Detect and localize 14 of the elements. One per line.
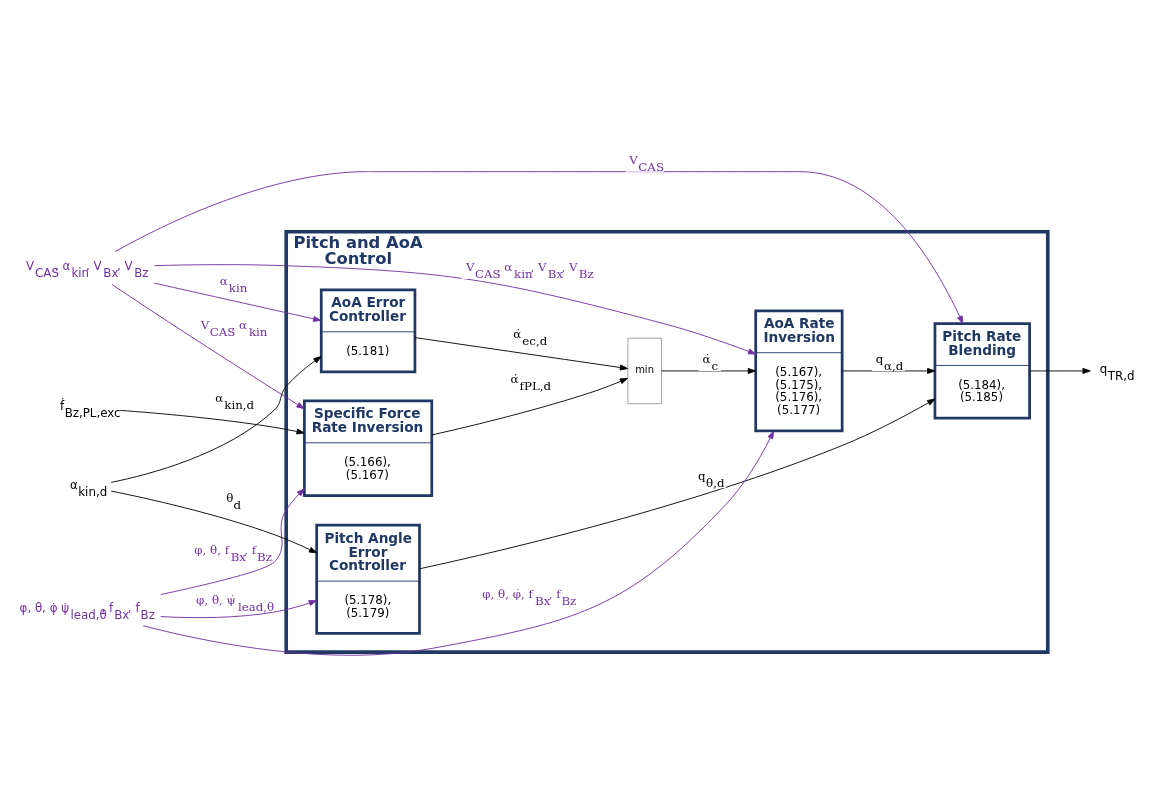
arrow bbox=[414, 336, 629, 370]
arrow bbox=[119, 409, 305, 434]
arrow bbox=[114, 170, 964, 324]
arrow bbox=[419, 398, 936, 569]
arrow bbox=[142, 430, 775, 656]
arrow bbox=[110, 355, 322, 483]
arrow bbox=[661, 367, 756, 374]
arrow bbox=[153, 282, 322, 322]
arrow bbox=[154, 263, 757, 354]
arrow bbox=[841, 367, 936, 374]
arrow bbox=[1029, 367, 1091, 374]
arrow bbox=[160, 599, 317, 618]
arrow bbox=[431, 377, 628, 435]
node-box: min bbox=[627, 337, 662, 404]
